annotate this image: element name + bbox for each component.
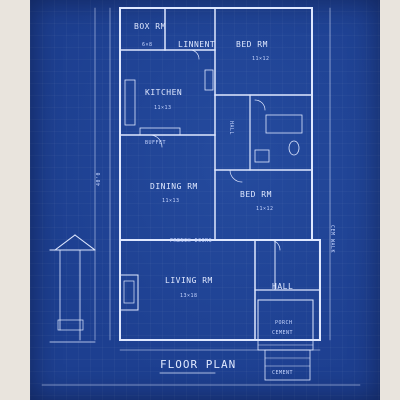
- room-label-porch: PORCH: [275, 320, 293, 326]
- room-label-bed-room-2: BED RM: [240, 190, 272, 199]
- room-label-living-room: LIVING RM: [165, 276, 213, 285]
- drawing-title: FLOOR PLAN: [160, 358, 237, 371]
- room-label-dining-room: DINING RM: [150, 182, 198, 191]
- room-label-box-room: BOX RM: [134, 22, 166, 31]
- room-dim-bed-room-2: 11×12: [256, 206, 274, 212]
- room-label-kitchen: KITCHEN: [145, 88, 183, 97]
- room-dim-kitchen: 11×13: [154, 105, 172, 111]
- room-dim-bed-room-1: 11×12: [252, 56, 270, 62]
- label-cement-steps: CEMENT: [272, 370, 294, 376]
- blueprint-sheet: [30, 0, 380, 400]
- room-label-linnent: LINNENT: [178, 40, 216, 49]
- label-cement-porch: CEMENT: [272, 330, 294, 336]
- label-buffet: BUFFET: [145, 140, 167, 146]
- room-label-hall-1: HALL: [228, 120, 235, 136]
- label-french-doors: FRENCH DOORS: [170, 238, 213, 244]
- label-cement-walk: CEM WALK: [329, 224, 336, 254]
- room-label-hall-2: HALL: [272, 282, 294, 291]
- room-dim-living-room: 13×18: [180, 293, 198, 299]
- dimension-left: 40'0: [96, 171, 103, 187]
- room-dim-dining-room: 11×13: [162, 198, 180, 204]
- room-dim-box-room: 6×8: [142, 42, 153, 48]
- room-label-bed-room-1: BED RM: [236, 40, 268, 49]
